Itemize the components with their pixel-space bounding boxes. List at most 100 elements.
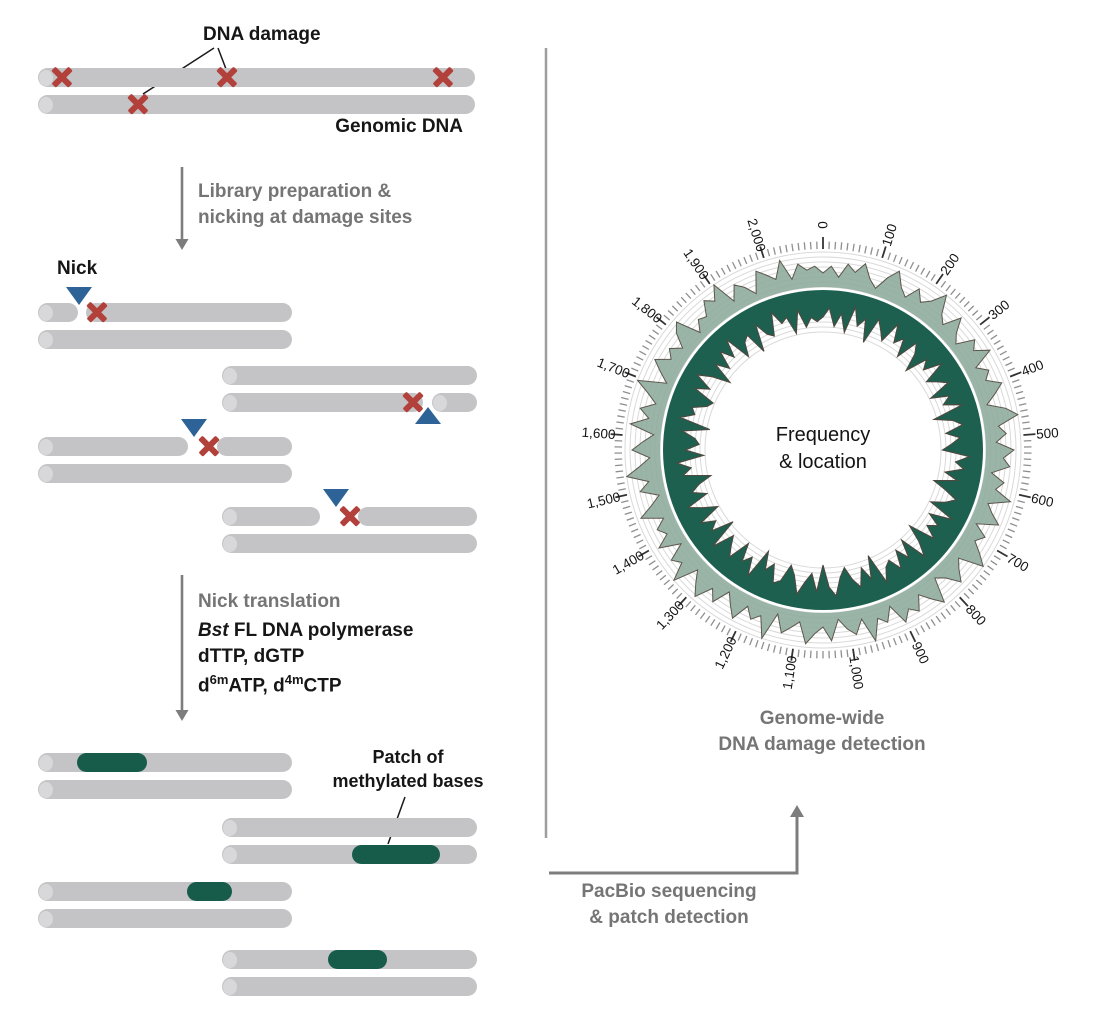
genomic-dna-label: Genomic DNA [335,116,463,137]
nucleotide-part: CTP [303,675,342,697]
inner-histogram-track [663,290,983,610]
circos-center-label: Frequency & location [723,422,923,476]
axis-tick-label: 600 [1030,490,1055,510]
strand-end-cap [433,394,447,411]
dna-strand [38,780,292,799]
dna-strand [38,95,475,114]
axis-tick-label: 700 [1004,551,1031,575]
nick-triangle-icon [415,407,441,424]
center-label-line1: Frequency [775,424,871,446]
strand-end-cap [223,535,237,552]
axis-tick-label: 1,400 [610,548,647,578]
nucleotides-line2: d6mATP, d4mCTP [198,672,342,697]
axis-tick-label: 100 [879,222,900,248]
step3-line1: PacBio sequencing [581,881,757,902]
strand-end-cap [223,394,237,411]
sequencing-elbow-arrow-icon [549,805,804,875]
dna-strand [222,818,477,837]
dna-strand-segment [217,437,292,456]
nick-triangle-icon [181,419,207,437]
dna-strand [222,977,477,996]
damage-x-icon [86,301,108,323]
damage-x-icon [51,66,73,88]
step2-title: Nick translation [198,591,341,612]
strand-end-cap [39,883,53,900]
nick-triangle-icon [66,287,92,305]
strand-end-cap [223,508,237,525]
strand-end-cap [39,910,53,927]
caption-line2: DNA damage detection [718,734,926,755]
strand-end-cap [39,465,53,482]
axis-tick-label: 1,200 [712,634,740,671]
methylated-patch [328,950,387,969]
axis-tick-label: 1,700 [595,355,632,381]
strand-end-cap [223,819,237,836]
nucleotide-superscript: 6m [209,672,229,687]
dna-strand-segment [222,507,320,526]
damage-x-icon [216,66,238,88]
damage-x-icon [127,93,149,115]
step1-line1: Library preparation & [198,181,392,202]
patch-label-line1: Patch of [372,747,444,767]
circos-caption: Genome-wide DNA damage detection [672,706,972,758]
patch-label-line2: methylated bases [332,771,484,791]
strand-end-cap [39,781,53,798]
damage-pointer-line [217,47,227,70]
nucleotide-superscript: 4m [284,672,304,687]
dna-strand-segment [38,437,188,456]
axis-tick-label: 1,100 [780,655,800,691]
nick-label: Nick [57,258,98,279]
strand-end-cap [39,331,53,348]
nucleotide-part: ATP, d [228,675,285,697]
damage-x-icon [432,66,454,88]
methylated-patch [77,753,147,772]
nucleotides-line1: dTTP, dGTP [198,646,305,667]
methylated-patch [352,845,440,864]
dna-strand [38,882,292,901]
strand-end-cap [223,978,237,995]
dna-strand-segment [432,393,477,412]
axis-tick-label: 500 [1036,425,1060,442]
axis-tick-label: 900 [909,639,932,666]
dna-damage-label: DNA damage [203,24,321,45]
enzyme-label: Bst FL DNA polymerase [198,620,413,642]
step1-label: Library preparation & nicking at damage … [198,179,412,231]
strand-end-cap [39,438,53,455]
strand-end-cap [223,951,237,968]
axis-tick-label: 1,600 [581,425,616,442]
step3-line2: & patch detection [589,907,749,928]
dna-strand-segment [86,303,292,322]
damage-x-icon [198,435,220,457]
dna-strand-segment [358,507,477,526]
patch-label: Patch of methylated bases [308,745,508,793]
dna-strand [38,330,292,349]
axis-tick-label: 1,000 [846,655,866,691]
step3-label: PacBio sequencing & patch detection [544,879,794,931]
step1-down-arrow-icon [175,167,189,250]
axis-tick-label: 1,800 [629,293,665,326]
axis-ticks [610,237,1036,661]
dna-strand [222,366,477,385]
strand-end-cap [223,846,237,863]
axis-tick-label: 2,000 [744,217,768,254]
axis-tick-label: 400 [1019,357,1045,379]
dna-strand [38,464,292,483]
strand-end-cap [39,96,53,113]
strand-end-cap [39,304,53,321]
damage-x-icon [339,505,361,527]
dna-strand-segment [222,393,423,412]
strand-end-cap [39,69,53,86]
step2-down-arrow-icon [175,575,189,721]
strand-end-cap [223,367,237,384]
nucleotide-part: d [198,675,210,697]
caption-line1: Genome-wide [759,708,885,729]
enzyme-rest: FL DNA polymerase [228,620,414,641]
strand-end-cap [39,754,53,771]
dna-strand [38,68,475,87]
axis-tick-label: 300 [986,297,1013,323]
axis-tick-label: 1,900 [680,246,711,282]
outer-histogram-track [625,259,1019,645]
step1-line2: nicking at damage sites [198,207,413,228]
